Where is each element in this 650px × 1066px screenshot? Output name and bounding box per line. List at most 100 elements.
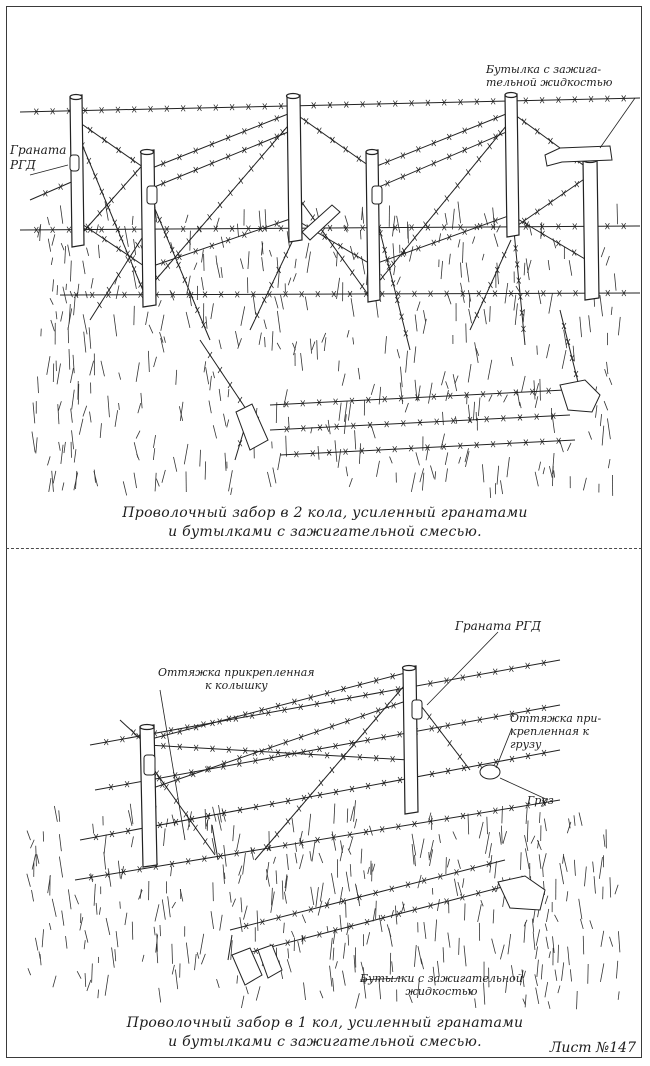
grass-blade (463, 945, 467, 967)
grass-blade (92, 823, 95, 834)
grass-blade (237, 338, 242, 349)
grass-blade (129, 803, 134, 825)
grass-blade (618, 931, 621, 953)
grass-blade (496, 224, 501, 233)
grass-blade (91, 963, 93, 983)
bottle-icon (544, 145, 613, 167)
grass-blade (423, 310, 426, 322)
grass-blade (287, 277, 292, 286)
grass-blade (428, 851, 430, 861)
grass-blade (275, 402, 278, 423)
grass-blade (543, 818, 547, 832)
leader-line (599, 97, 636, 149)
grass-blade (271, 331, 274, 351)
grass-blade (345, 466, 348, 477)
grass-blade (540, 222, 543, 239)
grass-blade (478, 821, 484, 839)
grass-blade (27, 968, 32, 976)
grass-blade (224, 452, 227, 471)
grass-blade (332, 977, 335, 992)
bottle-icon (497, 875, 546, 911)
grass-blade (71, 430, 75, 450)
grass-blade (69, 290, 73, 298)
grass-blade (493, 233, 499, 247)
grass-blade (228, 470, 233, 492)
grass-blade (442, 411, 444, 426)
grass-blade (65, 935, 68, 949)
grass-blade (375, 299, 379, 318)
barbed-wire (292, 217, 373, 266)
grass-blade (199, 449, 201, 467)
grass-blade (47, 216, 50, 226)
grass-blade (411, 844, 415, 865)
grass-blade (175, 969, 179, 990)
grass-blade (544, 895, 549, 905)
grass-blade (272, 467, 277, 484)
grass-blade (103, 851, 107, 870)
grass-blade (487, 359, 493, 380)
grass-blade (614, 273, 617, 291)
grenade-icon (146, 185, 158, 205)
grass-blade (118, 372, 122, 380)
grass-blade (477, 397, 481, 417)
grass-blade (133, 472, 137, 489)
grass-blade (582, 477, 587, 491)
grass-blade (163, 828, 166, 847)
grass-blade (132, 270, 137, 289)
grass-blade (137, 402, 142, 414)
grass-blade (467, 404, 471, 423)
grass-blade (554, 969, 558, 981)
grenade-icon (143, 754, 156, 776)
grass-blade (270, 891, 275, 913)
grass-blade (419, 468, 425, 483)
grass-blade (60, 444, 64, 464)
grass-blade (131, 921, 134, 940)
grass-blade (26, 830, 31, 841)
grass-blade (437, 960, 440, 977)
grass-blade (31, 854, 36, 870)
grass-blade (265, 862, 270, 881)
grass-blade (67, 889, 72, 910)
grass-blade (83, 940, 86, 950)
grass-blade (221, 808, 226, 822)
barbed-wire (94, 704, 561, 791)
grass-blade (474, 342, 479, 364)
grass-blade (161, 899, 166, 920)
grass-blade (292, 342, 296, 351)
grass-blade (276, 310, 281, 333)
grass-blade (553, 470, 555, 478)
grass-blade (489, 487, 492, 498)
grass-blade (396, 215, 401, 233)
grass-blade (582, 935, 585, 955)
grass-blade (609, 877, 612, 898)
grass-blade (539, 812, 541, 823)
grass-blade (292, 273, 297, 282)
grass-blade (535, 987, 540, 1005)
grass-blade (47, 238, 52, 252)
grass-blade (534, 396, 539, 408)
grass-blade (113, 314, 118, 337)
grass-blade (99, 907, 101, 915)
grass-blade (185, 311, 191, 328)
grass-blade (559, 863, 565, 885)
grass-blade (73, 296, 76, 316)
grass-blade (429, 849, 434, 867)
grass-blade (513, 294, 517, 311)
grass-blade (423, 922, 427, 939)
grass-blade (93, 469, 96, 483)
grass-blade (230, 487, 233, 496)
grass-blade (47, 875, 51, 894)
grass-blade (281, 880, 284, 900)
grass-blade (378, 386, 382, 405)
grass-blade (467, 813, 470, 835)
bottle-icon (559, 379, 601, 413)
grass-blade (71, 389, 75, 410)
grass-blade (408, 994, 413, 1004)
grass-blade (82, 260, 86, 275)
grass-blade (238, 874, 242, 884)
top-fence-drawing (19, 91, 641, 498)
grass-blade (481, 253, 485, 261)
grass-blade (457, 881, 463, 896)
barbed-wire (371, 129, 512, 191)
grass-blade (489, 306, 491, 322)
